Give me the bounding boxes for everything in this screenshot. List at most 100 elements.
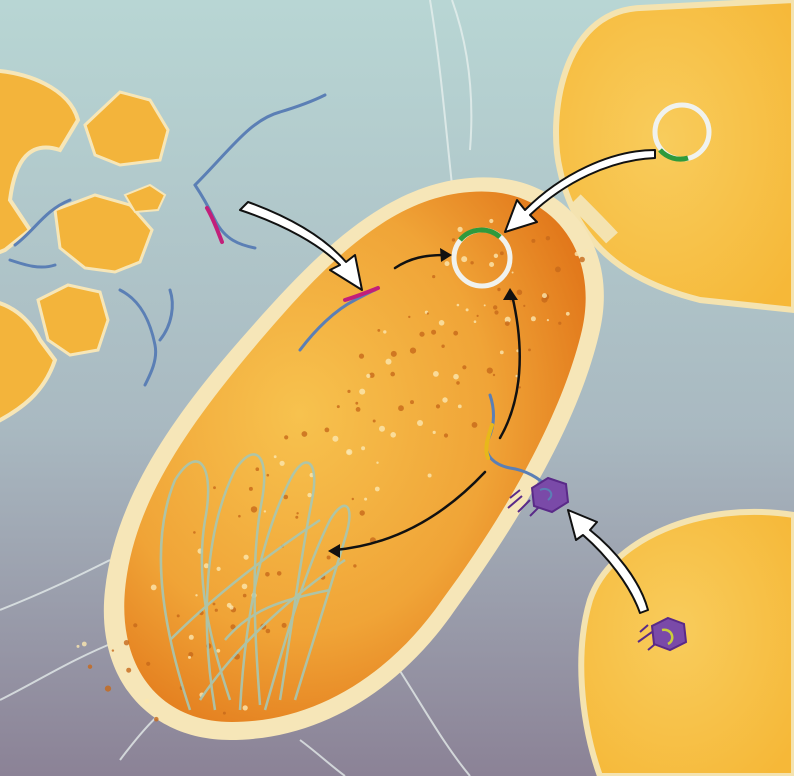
granule — [442, 397, 447, 402]
granule — [188, 656, 191, 659]
granule — [195, 594, 197, 596]
granule — [433, 371, 439, 377]
granule — [528, 349, 531, 352]
granule — [500, 251, 504, 255]
granule — [295, 516, 298, 519]
granule — [575, 252, 579, 256]
granule — [410, 348, 416, 354]
granule — [555, 267, 561, 273]
granule — [489, 262, 494, 267]
granule — [282, 623, 287, 628]
granule — [302, 431, 308, 437]
granule — [466, 308, 469, 311]
granule — [472, 422, 478, 428]
granule — [373, 420, 376, 423]
granule — [359, 354, 364, 359]
granule — [487, 368, 493, 374]
granule — [386, 359, 392, 365]
granule — [441, 345, 444, 348]
granule — [493, 305, 497, 309]
granule — [470, 261, 473, 264]
granule — [296, 512, 298, 514]
granule — [213, 486, 216, 489]
granule — [458, 227, 463, 232]
granule — [133, 623, 137, 627]
granule — [494, 254, 498, 258]
granule — [542, 293, 547, 298]
granule — [462, 365, 466, 369]
granule — [151, 585, 157, 591]
granule — [546, 236, 550, 240]
granule — [361, 446, 365, 450]
granule — [126, 668, 131, 673]
granule — [453, 331, 458, 336]
granule — [433, 431, 436, 434]
granule — [453, 374, 459, 380]
granule — [244, 555, 249, 560]
granule — [307, 493, 311, 497]
granule — [517, 290, 523, 296]
granule — [189, 635, 194, 640]
granule — [177, 614, 180, 617]
granule — [477, 315, 479, 317]
granule — [579, 257, 585, 263]
granule — [377, 329, 380, 332]
granule — [439, 320, 445, 326]
granule — [383, 330, 386, 333]
granule — [359, 389, 365, 395]
granule — [146, 662, 150, 666]
granule — [154, 717, 159, 722]
granule — [284, 495, 289, 500]
granule — [531, 316, 536, 321]
granule — [360, 510, 365, 515]
granule — [277, 571, 282, 576]
granule — [238, 515, 241, 518]
granule — [82, 642, 87, 647]
granule — [431, 330, 436, 335]
granule — [105, 686, 111, 692]
granule — [217, 567, 221, 571]
granule — [243, 594, 247, 598]
granule — [379, 426, 385, 432]
granule — [265, 572, 270, 577]
granule — [457, 304, 460, 307]
granule — [512, 272, 514, 274]
granule — [419, 332, 424, 337]
granule — [391, 351, 397, 357]
granule — [390, 432, 396, 438]
granule — [436, 404, 440, 408]
granule — [124, 640, 129, 645]
granule — [249, 487, 253, 491]
granule — [497, 288, 500, 291]
granule — [325, 428, 330, 433]
granule — [531, 239, 535, 243]
granule — [337, 405, 340, 408]
granule — [255, 467, 259, 471]
granule — [489, 219, 493, 223]
granule — [193, 531, 196, 534]
granule — [242, 584, 248, 590]
granule — [243, 705, 248, 710]
granule — [432, 275, 435, 278]
granule — [427, 312, 429, 314]
granule — [213, 603, 216, 606]
granule — [417, 420, 423, 426]
granule — [215, 609, 218, 612]
granule — [516, 375, 519, 378]
granule — [390, 372, 395, 377]
granule — [493, 374, 495, 376]
granule — [251, 506, 257, 512]
granule — [366, 374, 370, 378]
granule — [408, 316, 410, 318]
granule — [353, 564, 356, 567]
granule — [458, 405, 462, 409]
granule — [223, 712, 226, 715]
granule — [375, 487, 380, 492]
granule — [274, 455, 277, 458]
granule — [356, 407, 361, 412]
granule — [558, 322, 561, 325]
granule — [484, 304, 486, 306]
granule — [266, 629, 271, 634]
